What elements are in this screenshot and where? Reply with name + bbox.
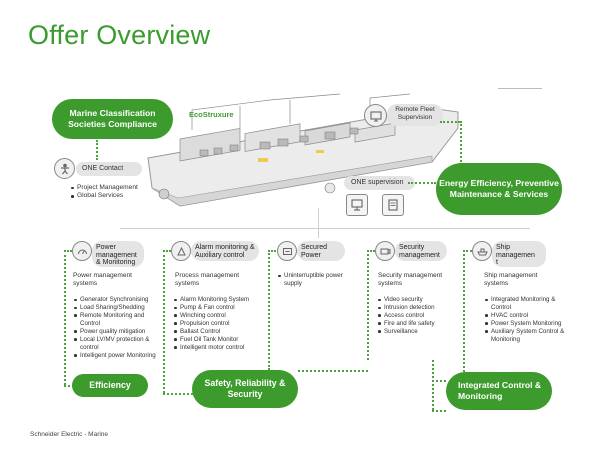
- column-subtitle: Ship management systems: [484, 272, 538, 287]
- list-item: Intelligent motor control: [173, 344, 268, 352]
- connector: [367, 250, 369, 360]
- list-item: Video security: [377, 296, 467, 304]
- connector: [163, 250, 165, 393]
- list-item: Intrusion detection: [377, 304, 467, 312]
- list-item: Power quality mitigation: [73, 328, 163, 336]
- connector: [408, 182, 436, 184]
- ups-icon: [277, 241, 297, 261]
- connector: [120, 228, 530, 229]
- list-item: Propulsion control: [173, 320, 268, 328]
- column-title: Power management & Monitoring: [96, 244, 137, 267]
- list-item: HVAC control: [484, 312, 570, 320]
- list-item: Generator Synchronising: [73, 296, 163, 304]
- connector: [367, 250, 375, 252]
- connector: [64, 385, 74, 387]
- column-title-box: Ship managemen t: [492, 241, 546, 267]
- column-subtitle: Power management systems: [73, 272, 133, 287]
- column-title-box: Power management & Monitoring: [92, 241, 144, 267]
- column-title-box: Alarm monitoring & Auxiliary control: [191, 241, 259, 261]
- column-title-box: Secured Power: [297, 241, 345, 261]
- fleet-monitor-icon: [364, 104, 387, 127]
- integrated-control-pill: Integrated Control & Monitoring: [446, 372, 552, 410]
- connector: [432, 410, 446, 412]
- connector: [463, 250, 465, 380]
- efficiency-pill: Efficiency: [72, 374, 148, 397]
- camera-icon: [375, 241, 395, 261]
- one-contact-list: Project Management Global Services: [70, 184, 138, 201]
- list-item: Local LV/MV protection & control: [73, 336, 163, 352]
- page-title: Offer Overview: [28, 20, 211, 50]
- list-item: Ballast Control: [173, 328, 268, 336]
- person-icon: [54, 158, 75, 179]
- column-title: Secured Power: [301, 244, 328, 259]
- column-title: Ship managemen t: [496, 244, 535, 267]
- connector: [463, 250, 472, 252]
- footer-text: Schneider Electric - Marine: [30, 431, 109, 438]
- ecostruxure-logo: EcoStruxure: [189, 110, 234, 119]
- list-item: Load Sharing/Shedding: [73, 304, 163, 312]
- column-title-box: Security management: [395, 241, 447, 261]
- connector: [460, 121, 462, 165]
- energy-efficiency-pill: Energy Efficiency, Preventive Maintenanc…: [436, 163, 562, 215]
- connector: [64, 250, 66, 385]
- column-title: Alarm monitoring & Auxiliary control: [195, 244, 255, 259]
- connector: [163, 250, 171, 252]
- column-list: Generator Synchronising Load Sharing/She…: [73, 296, 163, 360]
- column-subtitle: Security management systems: [378, 272, 443, 287]
- list-item: Access control: [377, 312, 467, 320]
- ship-icon: [472, 241, 492, 261]
- connector: [64, 250, 72, 252]
- remote-fleet-box: Remote Fleet Supervision: [387, 104, 443, 126]
- connector: [298, 370, 368, 372]
- list-item: Project Management: [70, 184, 138, 192]
- one-supervision-box: ONE supervision: [344, 176, 415, 190]
- connector: [432, 380, 446, 382]
- list-item: Winching control: [173, 312, 268, 320]
- column-list: Integrated Monitoring & Control HVAC con…: [484, 296, 570, 344]
- connector: [163, 393, 193, 395]
- list-item: Intelligent power Monitoring: [73, 352, 163, 360]
- list-item: Fire and life safety: [377, 320, 467, 328]
- list-item: Integrated Monitoring & Control: [484, 296, 570, 312]
- column-title: Security management: [399, 244, 440, 259]
- safety-pill: Safety, Reliability & Security: [192, 370, 298, 408]
- list-item: Alarm Monitoring System: [173, 296, 268, 304]
- column-list: Video security Intrusion detection Acces…: [377, 296, 467, 336]
- list-item: Auxiliary System Control & Monitoring: [484, 328, 570, 344]
- list-item: Global Services: [70, 192, 138, 200]
- column-subtitle: Process management systems: [175, 272, 240, 287]
- power-gauge-icon: [72, 241, 92, 261]
- list-item: Surveillance: [377, 328, 467, 336]
- one-contact-box: ONE Contact: [76, 162, 142, 176]
- list-item: Power System Monitoring: [484, 320, 570, 328]
- connector: [432, 360, 434, 410]
- alarm-icon: [171, 241, 191, 261]
- connector: [440, 121, 460, 123]
- server-icon: [382, 194, 404, 216]
- column-list: Uninterruptible power supply: [277, 272, 357, 288]
- list-item: Fuel Oil Tank Monitor: [173, 336, 268, 344]
- marine-compliance-pill: Marine Classification Societies Complian…: [52, 99, 173, 139]
- list-item: Remote Monitoring and Control: [73, 312, 163, 328]
- workstation-icon: [346, 194, 368, 216]
- ship-illustration: [147, 93, 459, 207]
- connector: [268, 250, 276, 252]
- divider: [498, 88, 542, 89]
- list-item: Uninterruptible power supply: [277, 272, 357, 288]
- column-list: Alarm Monitoring System Pump & Fan contr…: [173, 296, 268, 352]
- connector: [268, 250, 270, 370]
- connector: [96, 140, 98, 160]
- connector: [318, 208, 319, 238]
- list-item: Pump & Fan control: [173, 304, 268, 312]
